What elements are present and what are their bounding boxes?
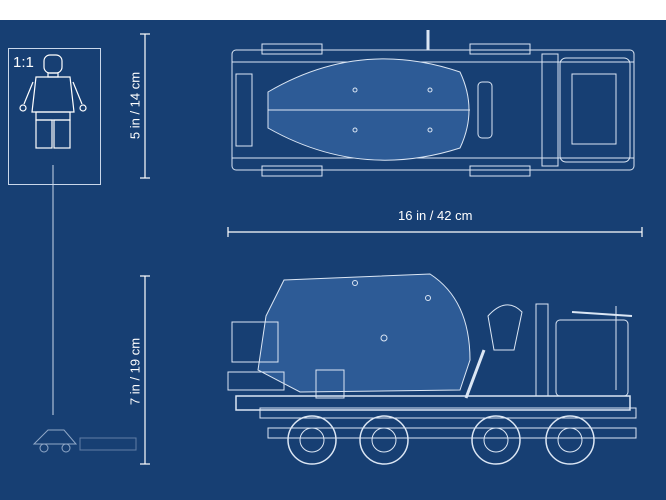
dimension-line-side-height <box>140 275 150 465</box>
blueprint-canvas: 1:1 5 in / 14 cm 16 in / 42 cm 7 in / 19… <box>0 20 666 500</box>
dimension-label-length: 16 in / 42 cm <box>398 208 473 223</box>
truck-top-view <box>231 30 635 177</box>
mixer-drum-side <box>257 273 471 393</box>
wheel-1 <box>287 415 337 465</box>
wheel-3 <box>471 415 521 465</box>
dimension-line-length <box>227 227 643 237</box>
wheel-4 <box>545 415 595 465</box>
top-bar <box>0 0 666 20</box>
brick-logo-icon <box>32 429 137 453</box>
scale-label: 1:1 <box>13 54 34 71</box>
dimension-label-top-height: 5 in / 14 cm <box>127 71 143 140</box>
dimension-line-top-height <box>140 33 150 179</box>
wheel-2 <box>359 415 409 465</box>
blueprint-drawing <box>19 30 643 465</box>
minifigure-icon <box>19 54 87 149</box>
dimension-label-side-height: 7 in / 19 cm <box>127 337 143 406</box>
truck-side-view <box>227 273 637 465</box>
scale-reference-box: 1:1 <box>8 48 101 185</box>
